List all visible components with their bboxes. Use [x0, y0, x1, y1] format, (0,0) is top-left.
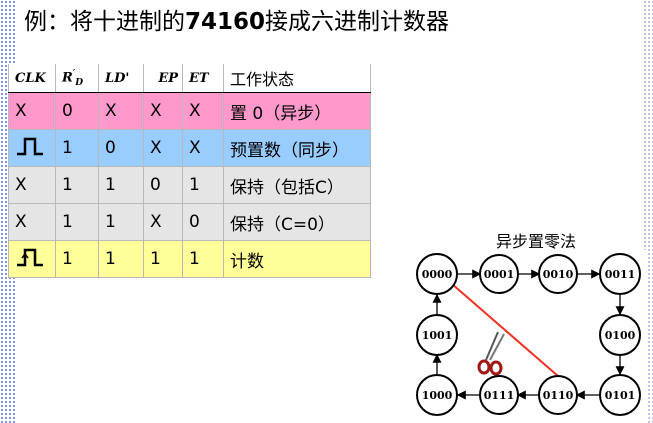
cell-et: 1	[182, 166, 224, 204]
cell-state: 置 0（异步）	[223, 92, 371, 130]
cell-ld: 1	[98, 240, 144, 278]
cell-ep: 0	[143, 166, 183, 204]
cell-ld: 0	[98, 129, 144, 167]
svg-text:1000: 1000	[422, 389, 453, 402]
svg-text:0011: 0011	[605, 268, 636, 281]
scissors-icon	[477, 331, 505, 376]
slide-title: 例：将十进制的74160接成六进制计数器	[24, 6, 449, 38]
function-table: CLK R′D LD' EP ET 工作状态 X 0 X X X 置 0（异步）…	[8, 64, 371, 278]
state-node: 1000	[416, 374, 458, 416]
cell-state: 计数	[223, 240, 371, 278]
cell-et: X	[182, 92, 224, 130]
state-node: 0011	[599, 253, 641, 295]
rising-edge-pulse-icon	[17, 248, 43, 266]
svg-text:0100: 0100	[605, 329, 636, 342]
cell-ep: 1	[143, 240, 183, 278]
state-diagram: 0000 0001 0010 0011 0100 0101 0110 0111	[416, 250, 646, 423]
title-suffix: 接成六进制计数器	[265, 9, 450, 35]
diagram-title: 异步置零法	[496, 232, 577, 251]
cell-rd: 0	[55, 92, 99, 130]
cell-et: X	[182, 129, 224, 167]
title-prefix: 例：将十进制的	[24, 9, 185, 35]
cell-rd: 1	[55, 166, 99, 204]
header-state: 工作状态	[223, 64, 371, 93]
table-row: 1 0 X X 预置数（同步）	[8, 129, 371, 167]
header-ld: LD'	[98, 64, 144, 93]
svg-text:0101: 0101	[605, 389, 636, 402]
svg-text:0010: 0010	[543, 268, 574, 281]
cell-et: 0	[182, 203, 224, 241]
state-node: 0111	[479, 375, 519, 415]
state-node: 1001	[416, 314, 458, 356]
cell-rd: 1	[55, 203, 99, 241]
cell-clk: X	[8, 92, 56, 130]
cell-et: 1	[182, 240, 224, 278]
table-row: 1 1 1 1 计数	[8, 240, 371, 278]
right-dotted-border	[643, 0, 653, 423]
header-rd: R′D	[55, 64, 99, 93]
header-clk: CLK	[8, 64, 56, 93]
svg-text:0110: 0110	[543, 389, 574, 402]
cell-rd: 1	[55, 129, 99, 167]
cell-clk	[8, 240, 56, 278]
cell-clk: X	[8, 203, 56, 241]
cell-ep: X	[143, 203, 183, 241]
cell-ld: 1	[98, 166, 144, 204]
svg-text:1001: 1001	[422, 329, 453, 342]
cell-state: 保持（C=0）	[223, 203, 371, 241]
table-header-row: CLK R′D LD' EP ET 工作状态	[8, 64, 371, 93]
state-node: 0100	[599, 314, 641, 356]
svg-text:0111: 0111	[484, 389, 515, 402]
cell-rd: 1	[55, 240, 99, 278]
rising-edge-pulse-icon	[17, 137, 43, 155]
title-chip: 74160	[185, 9, 266, 35]
svg-text:0000: 0000	[422, 268, 453, 281]
cell-ep: X	[143, 92, 183, 130]
header-et: ET	[182, 64, 224, 93]
cell-state: 预置数（同步）	[223, 129, 371, 167]
table-row: X 0 X X X 置 0（异步）	[8, 92, 371, 130]
table-row: X 1 1 0 1 保持（包括C）	[8, 166, 371, 204]
reset-line	[451, 283, 567, 384]
state-node: 0001	[479, 254, 519, 294]
table-row: X 1 1 X 0 保持（C=0）	[8, 203, 371, 241]
cell-clk	[8, 129, 56, 167]
state-node: 0010	[538, 254, 578, 294]
cell-ld: 1	[98, 203, 144, 241]
cell-ep: X	[143, 129, 183, 167]
state-node: 0101	[599, 374, 641, 416]
svg-text:0001: 0001	[484, 268, 515, 281]
cell-state: 保持（包括C）	[223, 166, 371, 204]
state-node: 0000	[416, 253, 458, 295]
header-ep: EP	[143, 64, 183, 93]
cell-ld: X	[98, 92, 144, 130]
cell-clk: X	[8, 166, 56, 204]
state-node: 0110	[538, 375, 578, 415]
